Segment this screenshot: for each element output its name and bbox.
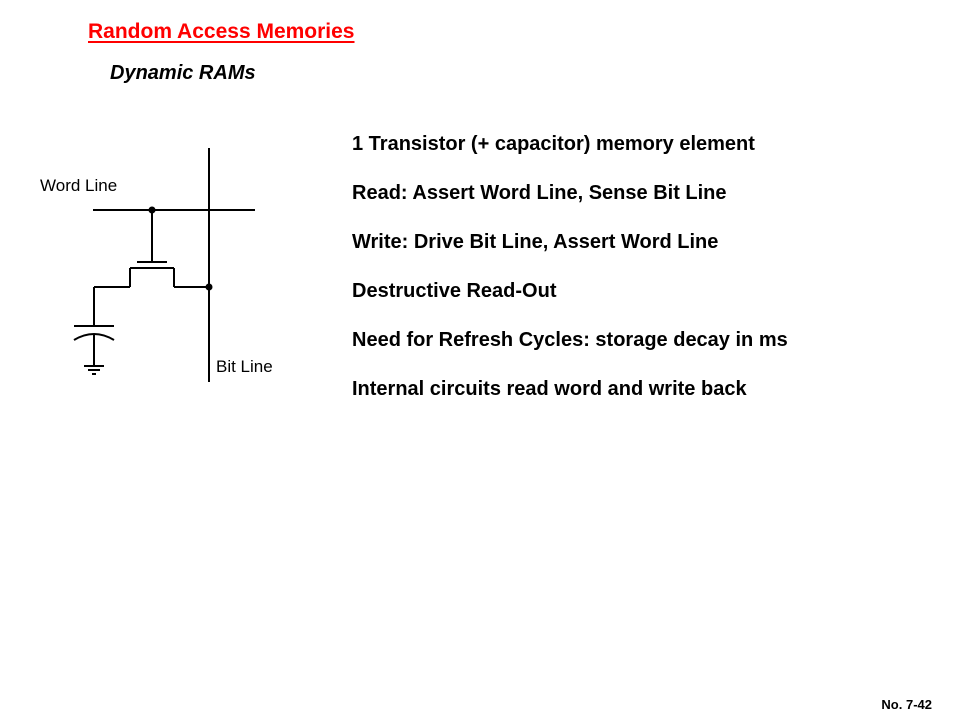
junction-dot	[205, 283, 213, 291]
slide-subtitle: Dynamic RAMs	[110, 62, 256, 84]
word-line-label: Word Line	[40, 176, 118, 195]
bullet-list: 1 Transistor (+ capacitor) memory elemen…	[352, 130, 788, 424]
slide-number: No. 7-42	[881, 697, 932, 712]
bullet-item: Internal circuits read word and write ba…	[352, 378, 747, 400]
bullet-item: Need for Refresh Cycles: storage decay i…	[352, 329, 788, 351]
bullet-item: 1 Transistor (+ capacitor) memory elemen…	[352, 133, 755, 155]
bullet-item: Read: Assert Word Line, Sense Bit Line	[352, 182, 727, 204]
bullet-item: Destructive Read-Out	[352, 280, 557, 302]
junction-dot	[148, 206, 156, 214]
bullet-item: Write: Drive Bit Line, Assert Word Line	[352, 231, 719, 253]
slide-title: Random Access Memories	[88, 20, 355, 43]
bit-line-label: Bit Line	[216, 357, 273, 376]
